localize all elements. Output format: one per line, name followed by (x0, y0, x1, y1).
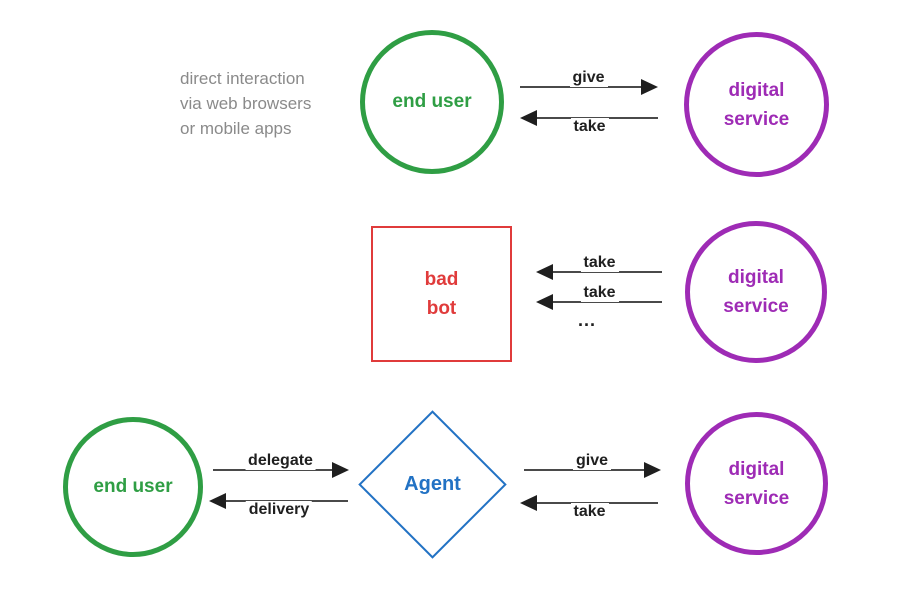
bad-bot-node: bad bot (371, 226, 512, 362)
give-label: give (572, 452, 612, 470)
take-label: take (580, 254, 619, 272)
arrowhead-left-icon (520, 495, 537, 511)
take-label: take (570, 118, 609, 136)
delegate-arrow: delegate (213, 452, 349, 478)
take-arrow-row1: take (520, 110, 658, 136)
take-arrow-row2-top: take (536, 254, 662, 280)
take-arrow-row3: take (520, 495, 658, 521)
digital-service-label: digital service (723, 267, 789, 317)
arrowhead-left-icon (520, 110, 537, 126)
give-label: give (569, 69, 608, 87)
end-user-label: end user (392, 91, 472, 112)
direct-interaction-note: direct interaction via web browsers or m… (180, 66, 311, 141)
digital-service-label: digital service (723, 458, 790, 509)
agent-node: Agent (358, 410, 507, 559)
end-user-node-row3: end user (63, 417, 203, 557)
arrowhead-right-icon (641, 79, 658, 95)
agent-label: Agent (404, 473, 461, 495)
end-user-label: end user (93, 476, 173, 497)
arrow-shaft (539, 301, 662, 303)
take-label: take (580, 284, 619, 302)
arrowhead-right-icon (644, 462, 661, 478)
digital-service-node-row3: digital service (685, 412, 828, 555)
arrow-shaft (524, 469, 658, 471)
arrowhead-left-icon (209, 493, 226, 509)
note-line-3: or mobile apps (180, 119, 292, 138)
give-arrow-row3: give (524, 452, 661, 478)
arrow-shaft (213, 469, 346, 471)
arrowhead-left-icon (536, 294, 553, 310)
delegate-label: delegate (245, 452, 316, 470)
bad-bot-label: bad bot (424, 269, 459, 319)
repetition-ellipsis: ... (577, 310, 596, 330)
arrow-shaft (539, 271, 662, 273)
take-arrow-row2-bottom: take (536, 284, 662, 310)
delivery-label: delivery (245, 501, 313, 519)
delivery-arrow: delivery (209, 493, 348, 519)
arrowhead-left-icon (536, 264, 553, 280)
digital-service-node-row2: digital service (685, 221, 827, 363)
digital-service-label: digital service (723, 79, 790, 130)
give-arrow-row1: give (520, 69, 658, 95)
note-line-1: direct interaction (180, 69, 305, 88)
digital-service-node-row1: digital service (684, 32, 829, 177)
arrow-shaft (520, 86, 655, 88)
note-line-2: via web browsers (180, 94, 312, 113)
take-label: take (570, 503, 609, 521)
end-user-node-row1: end user (360, 30, 504, 174)
arrowhead-right-icon (332, 462, 349, 478)
